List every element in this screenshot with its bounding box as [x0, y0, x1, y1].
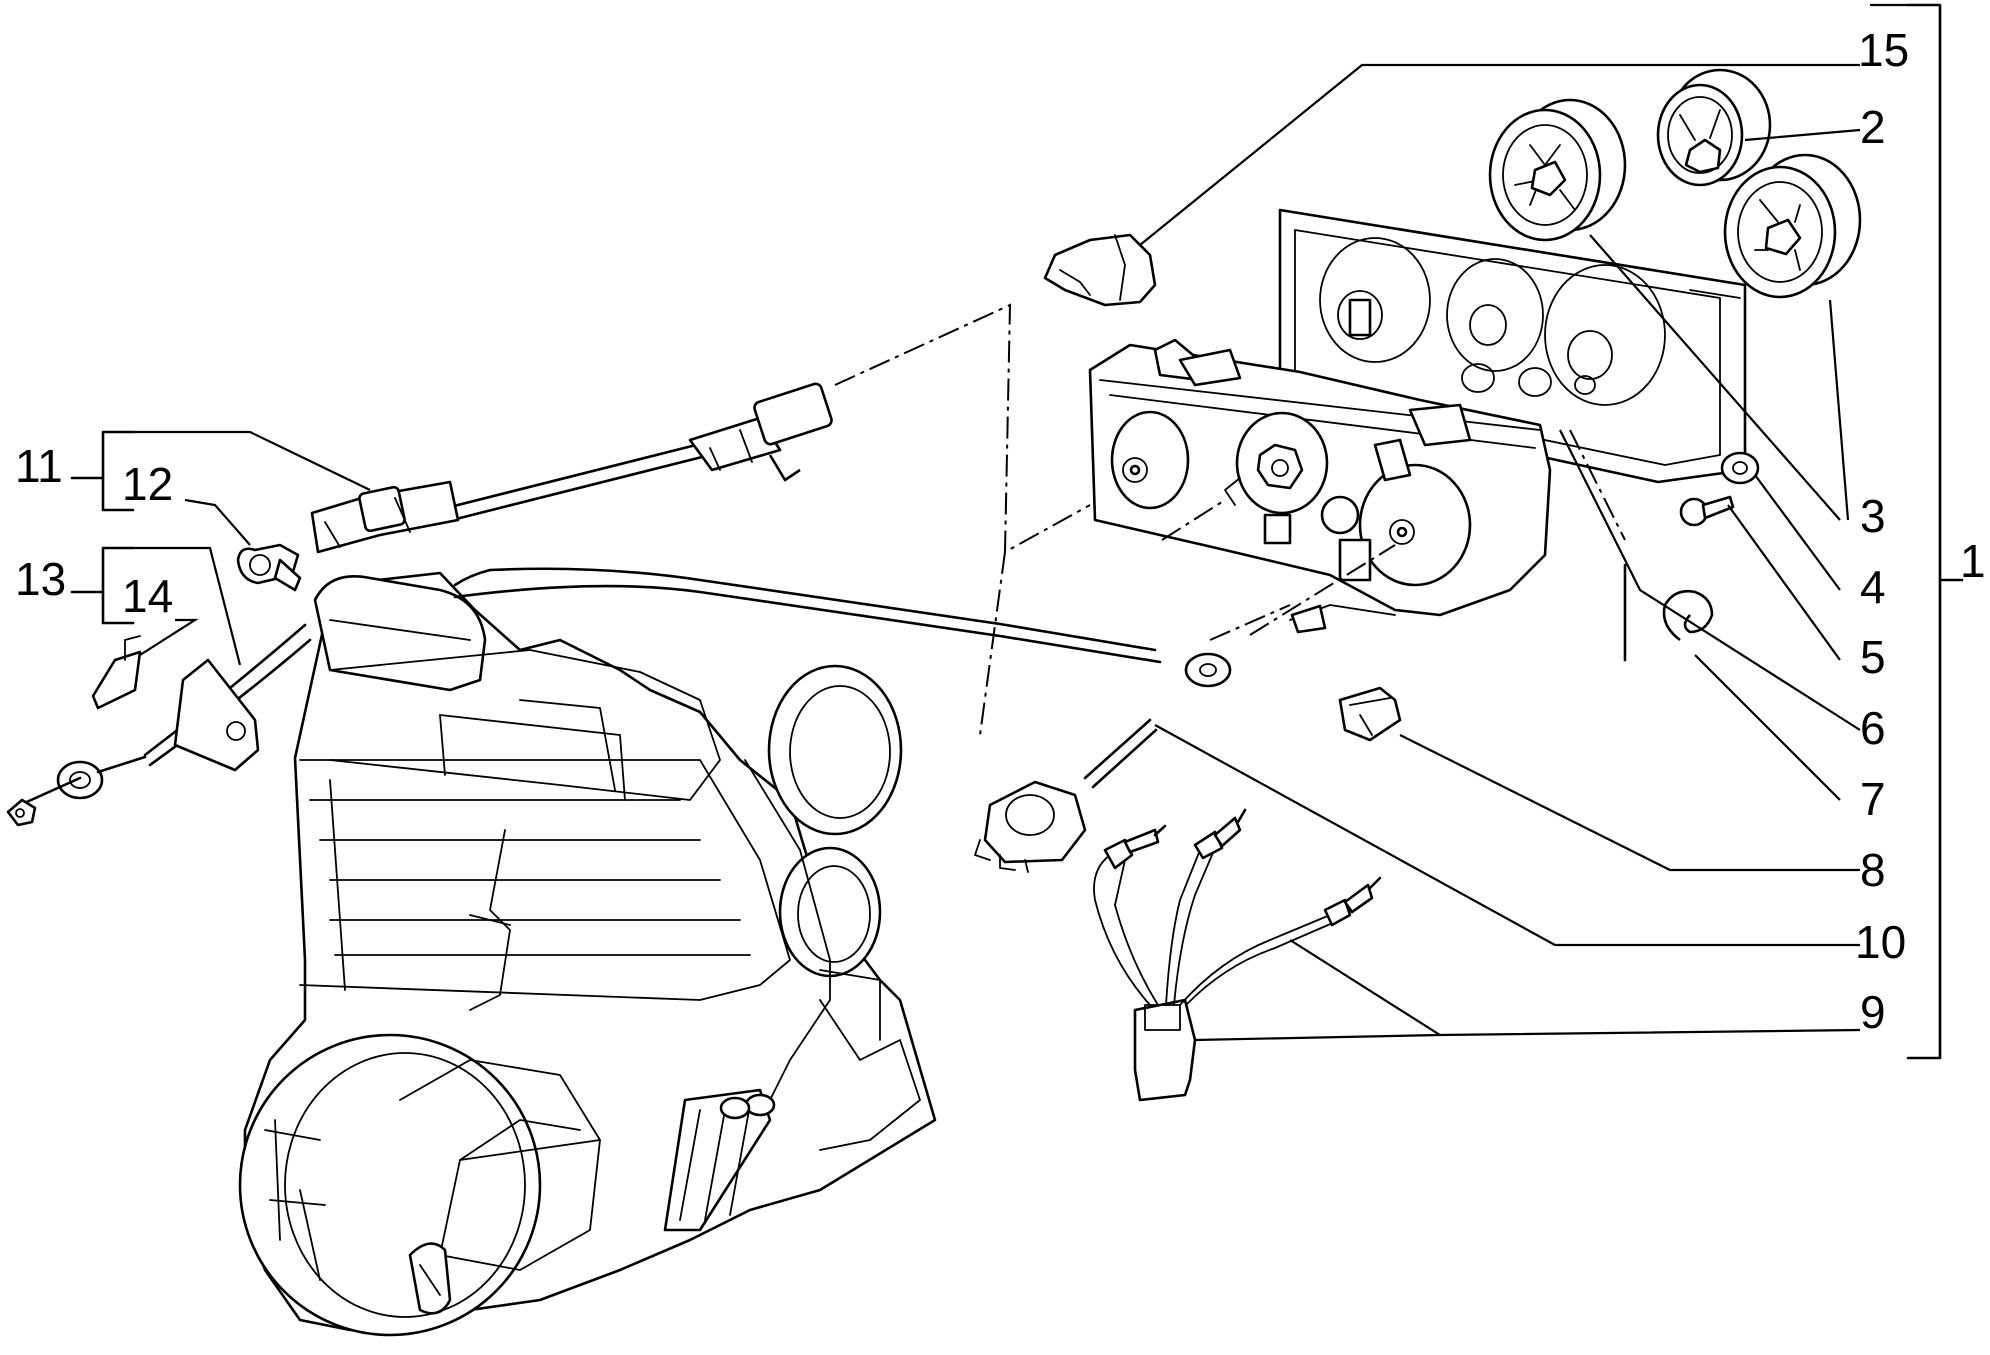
- callout-14: 14: [122, 570, 173, 622]
- leader-lines: [133, 3, 1908, 1042]
- callout-15: 15: [1858, 24, 1909, 76]
- heater-box-assembly: [238, 571, 937, 1337]
- washer-part-4: [1720, 451, 1760, 485]
- wiring-harness-part-9: [1093, 808, 1382, 1102]
- control-unit-housing: [1088, 338, 1552, 634]
- callout-13: 13: [15, 553, 66, 605]
- callout-12: 12: [122, 458, 173, 510]
- upper-control-cable: [310, 382, 833, 554]
- bracket-11-12: [70, 430, 135, 512]
- heater-flap-cable: [453, 567, 1232, 688]
- callout-3: 3: [1860, 490, 1886, 542]
- callout-11: 11: [15, 440, 63, 492]
- callout-5: 5: [1860, 631, 1886, 683]
- assembly-centre-lines: [834, 303, 1627, 736]
- group-bracket-1: [1906, 3, 1964, 1060]
- callout-8: 8: [1860, 844, 1886, 896]
- clip-part-15: [1043, 233, 1157, 307]
- knob-part-2: [1656, 68, 1772, 187]
- callout-2: 2: [1860, 101, 1886, 153]
- callout-labels: 15 2 3 1 4 5 6 7 8 10 9 11 12 13 14: [15, 24, 1986, 1038]
- lower-control-cable: [6, 623, 312, 827]
- knob-part-3-right: [1723, 153, 1862, 299]
- switch-part-10: [974, 718, 1158, 873]
- callout-7: 7: [1860, 773, 1886, 825]
- callout-1: 1: [1960, 535, 1986, 587]
- callout-4: 4: [1860, 561, 1886, 613]
- bracket-13-14: [70, 546, 135, 625]
- callout-10: 10: [1855, 916, 1906, 968]
- clip-part-12: [236, 543, 302, 592]
- screw-part-5: [1679, 495, 1735, 527]
- callout-9: 9: [1860, 986, 1886, 1038]
- clip-part-8: [1338, 686, 1402, 742]
- knob-part-3-left: [1488, 98, 1627, 242]
- callout-6: 6: [1860, 702, 1886, 754]
- circlip-part-7: [1662, 590, 1714, 642]
